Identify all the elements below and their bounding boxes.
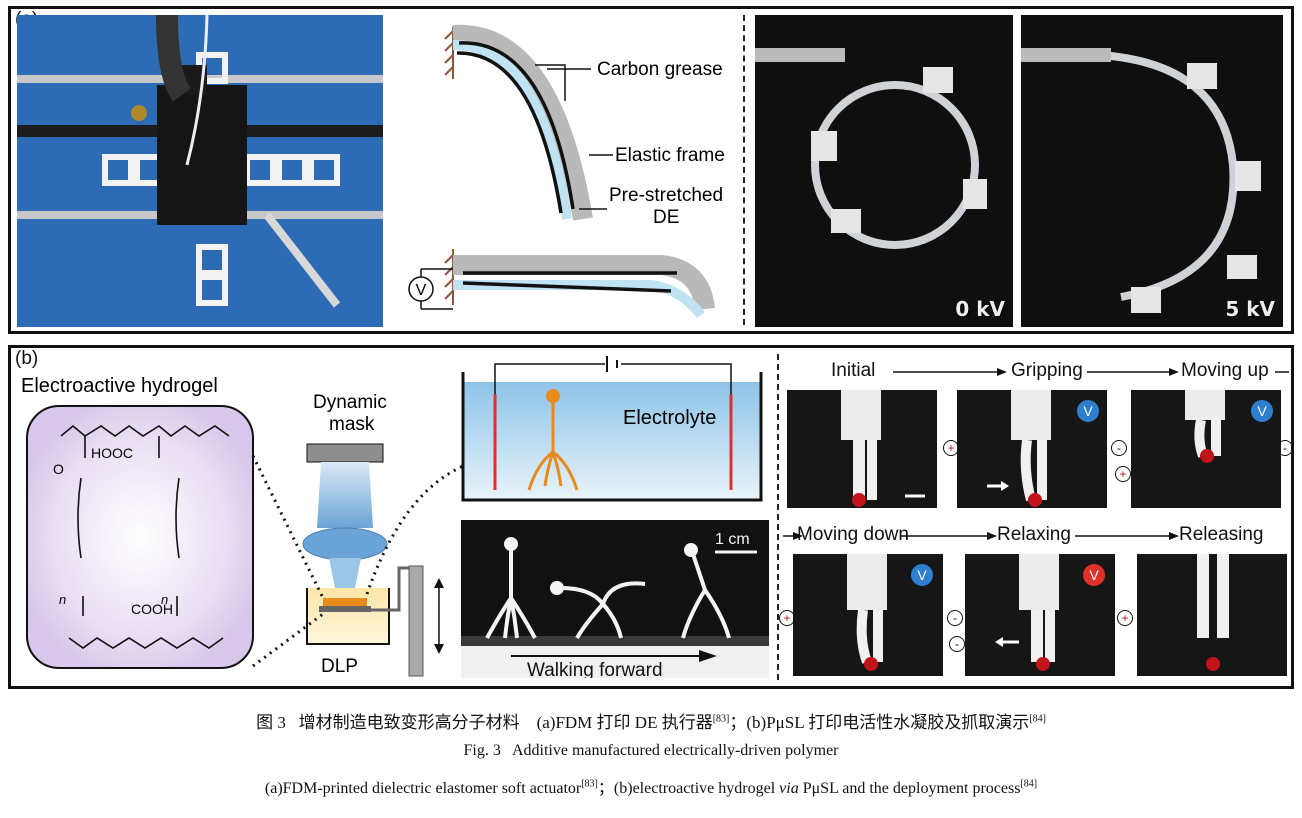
dlp-label: DLP bbox=[321, 656, 358, 677]
figure-panel-b: (b) Electroactive hydrogel HOOC O COOH n… bbox=[8, 345, 1294, 689]
electrode-plus-2: + bbox=[1115, 466, 1131, 482]
caption-en-title: Additive manufactured electrically-drive… bbox=[511, 742, 839, 759]
electrode-plus-1: + bbox=[943, 440, 959, 456]
caption-zh-title: 增材制造电致变形高分子材料 bbox=[298, 713, 520, 732]
caption-zh-ref-b: [84] bbox=[1029, 713, 1046, 725]
caption-english-detail: (a)FDM-printed dielectric elastomer soft… bbox=[0, 774, 1302, 798]
n-subscript-1: n bbox=[59, 592, 66, 607]
electrode-minus-2: - bbox=[1277, 440, 1293, 456]
hydrogel-structure-diagram: Electroactive hydrogel HOOC O COOH n n bbox=[21, 375, 254, 669]
caption-en-fig: Fig. 3 bbox=[463, 742, 501, 759]
electrode-plus-4: + bbox=[1117, 610, 1133, 626]
dlp-printer-diagram: Dynamic mask DLP bbox=[302, 392, 444, 677]
caption-en-b-pre: (b)electroactive hydrogel bbox=[613, 780, 780, 797]
voltage-badge-moving-up: V bbox=[1251, 400, 1273, 422]
grip-photo-initial bbox=[787, 390, 937, 508]
caption-english-title: Fig. 3 Additive manufactured electricall… bbox=[0, 742, 1302, 760]
step-gripping: Gripping bbox=[1011, 360, 1083, 381]
caption-en-ref-b: [84] bbox=[1020, 778, 1038, 790]
fdm-printer-photo bbox=[17, 15, 383, 327]
voltage-label-5kv: 5 kV bbox=[1225, 297, 1275, 321]
n-subscript-2: n bbox=[161, 592, 168, 607]
electrolyte-label: Electrolyte bbox=[623, 407, 716, 429]
dynamic-mask-label-1: Dynamic bbox=[313, 392, 387, 413]
grip-photo-releasing bbox=[1137, 554, 1287, 676]
electrolyte-bath-diagram: Electrolyte bbox=[461, 356, 763, 502]
voltage-badge-moving-down: V bbox=[911, 564, 933, 586]
caption-zh-ref-a: [83] bbox=[712, 713, 730, 725]
step-moving-down: Moving down bbox=[797, 524, 909, 545]
electrode-minus-4: - bbox=[949, 636, 965, 652]
panel-b-divider bbox=[777, 354, 779, 680]
voltage-source-symbol: V bbox=[416, 282, 427, 299]
dielectric-actuator-schematic: V Carbon grease Elastic frame Pre-stretc… bbox=[408, 24, 725, 319]
step-arrows bbox=[783, 368, 1289, 540]
voltage-badge-relaxing: V bbox=[1083, 564, 1105, 586]
electrode-plus-3: + bbox=[779, 610, 795, 626]
caption-en-via: via bbox=[779, 780, 799, 797]
cooh-label: COOH bbox=[131, 601, 173, 617]
hydrogel-title: Electroactive hydrogel bbox=[21, 375, 218, 397]
grip-photo-moving-up: V bbox=[1131, 390, 1281, 508]
electrode-minus-3: - bbox=[947, 610, 963, 626]
caption-en-sep: ； bbox=[597, 780, 614, 797]
step-initial: Initial bbox=[831, 360, 876, 381]
caption-en-ref-a: [83] bbox=[581, 778, 598, 790]
walking-forward-label: Walking forward bbox=[527, 660, 663, 678]
step-moving-up: Moving up bbox=[1181, 360, 1269, 381]
carbon-grease-label: Carbon grease bbox=[597, 59, 723, 80]
dynamic-mask-label-2: mask bbox=[329, 414, 375, 435]
caption-zh-fig: 图 3 bbox=[256, 713, 286, 732]
panel-b-label: (b) bbox=[15, 348, 39, 369]
actuator-photo-0kv: 0 kV bbox=[755, 15, 1013, 327]
scale-bar-label: 1 cm bbox=[715, 531, 750, 548]
oxygen-label: O bbox=[53, 461, 64, 477]
grip-photo-gripping: V bbox=[957, 390, 1107, 508]
de-label: DE bbox=[653, 207, 679, 228]
caption-en-a: (a)FDM-printed dielectric elastomer soft… bbox=[264, 780, 582, 797]
voltage-label-0kv: 0 kV bbox=[955, 297, 1005, 321]
step-releasing: Releasing bbox=[1179, 524, 1264, 545]
caption-chinese: 图 3 增材制造电致变形高分子材料 (a)FDM 打印 DE 执行器[83]；(… bbox=[0, 708, 1302, 733]
caption-zh-b: (b)PμSL 打印电活性水凝胶及抓取演示 bbox=[746, 713, 1030, 732]
elastic-frame-label: Elastic frame bbox=[615, 145, 725, 166]
caption-zh-sep: ； bbox=[729, 713, 747, 732]
panel-a-divider bbox=[743, 15, 745, 325]
step-relaxing: Relaxing bbox=[997, 524, 1071, 545]
pre-stretched-label: Pre-stretched bbox=[609, 185, 723, 206]
grip-photo-relaxing: V bbox=[965, 554, 1115, 676]
walking-photo: 1 cm Walking forward bbox=[461, 520, 769, 678]
caption-zh-a: (a)FDM 打印 DE 执行器 bbox=[536, 713, 713, 732]
electrode-minus-1: - bbox=[1111, 440, 1127, 456]
actuator-photo-5kv: 5 kV bbox=[1021, 15, 1283, 327]
caption-en-b-post: PμSL and the deployment process bbox=[798, 780, 1021, 797]
hooc-label: HOOC bbox=[91, 445, 133, 461]
grip-photo-moving-down: V bbox=[793, 554, 943, 676]
voltage-badge-gripping: V bbox=[1077, 400, 1099, 422]
figure-panel-a: (a) bbox=[8, 6, 1294, 334]
